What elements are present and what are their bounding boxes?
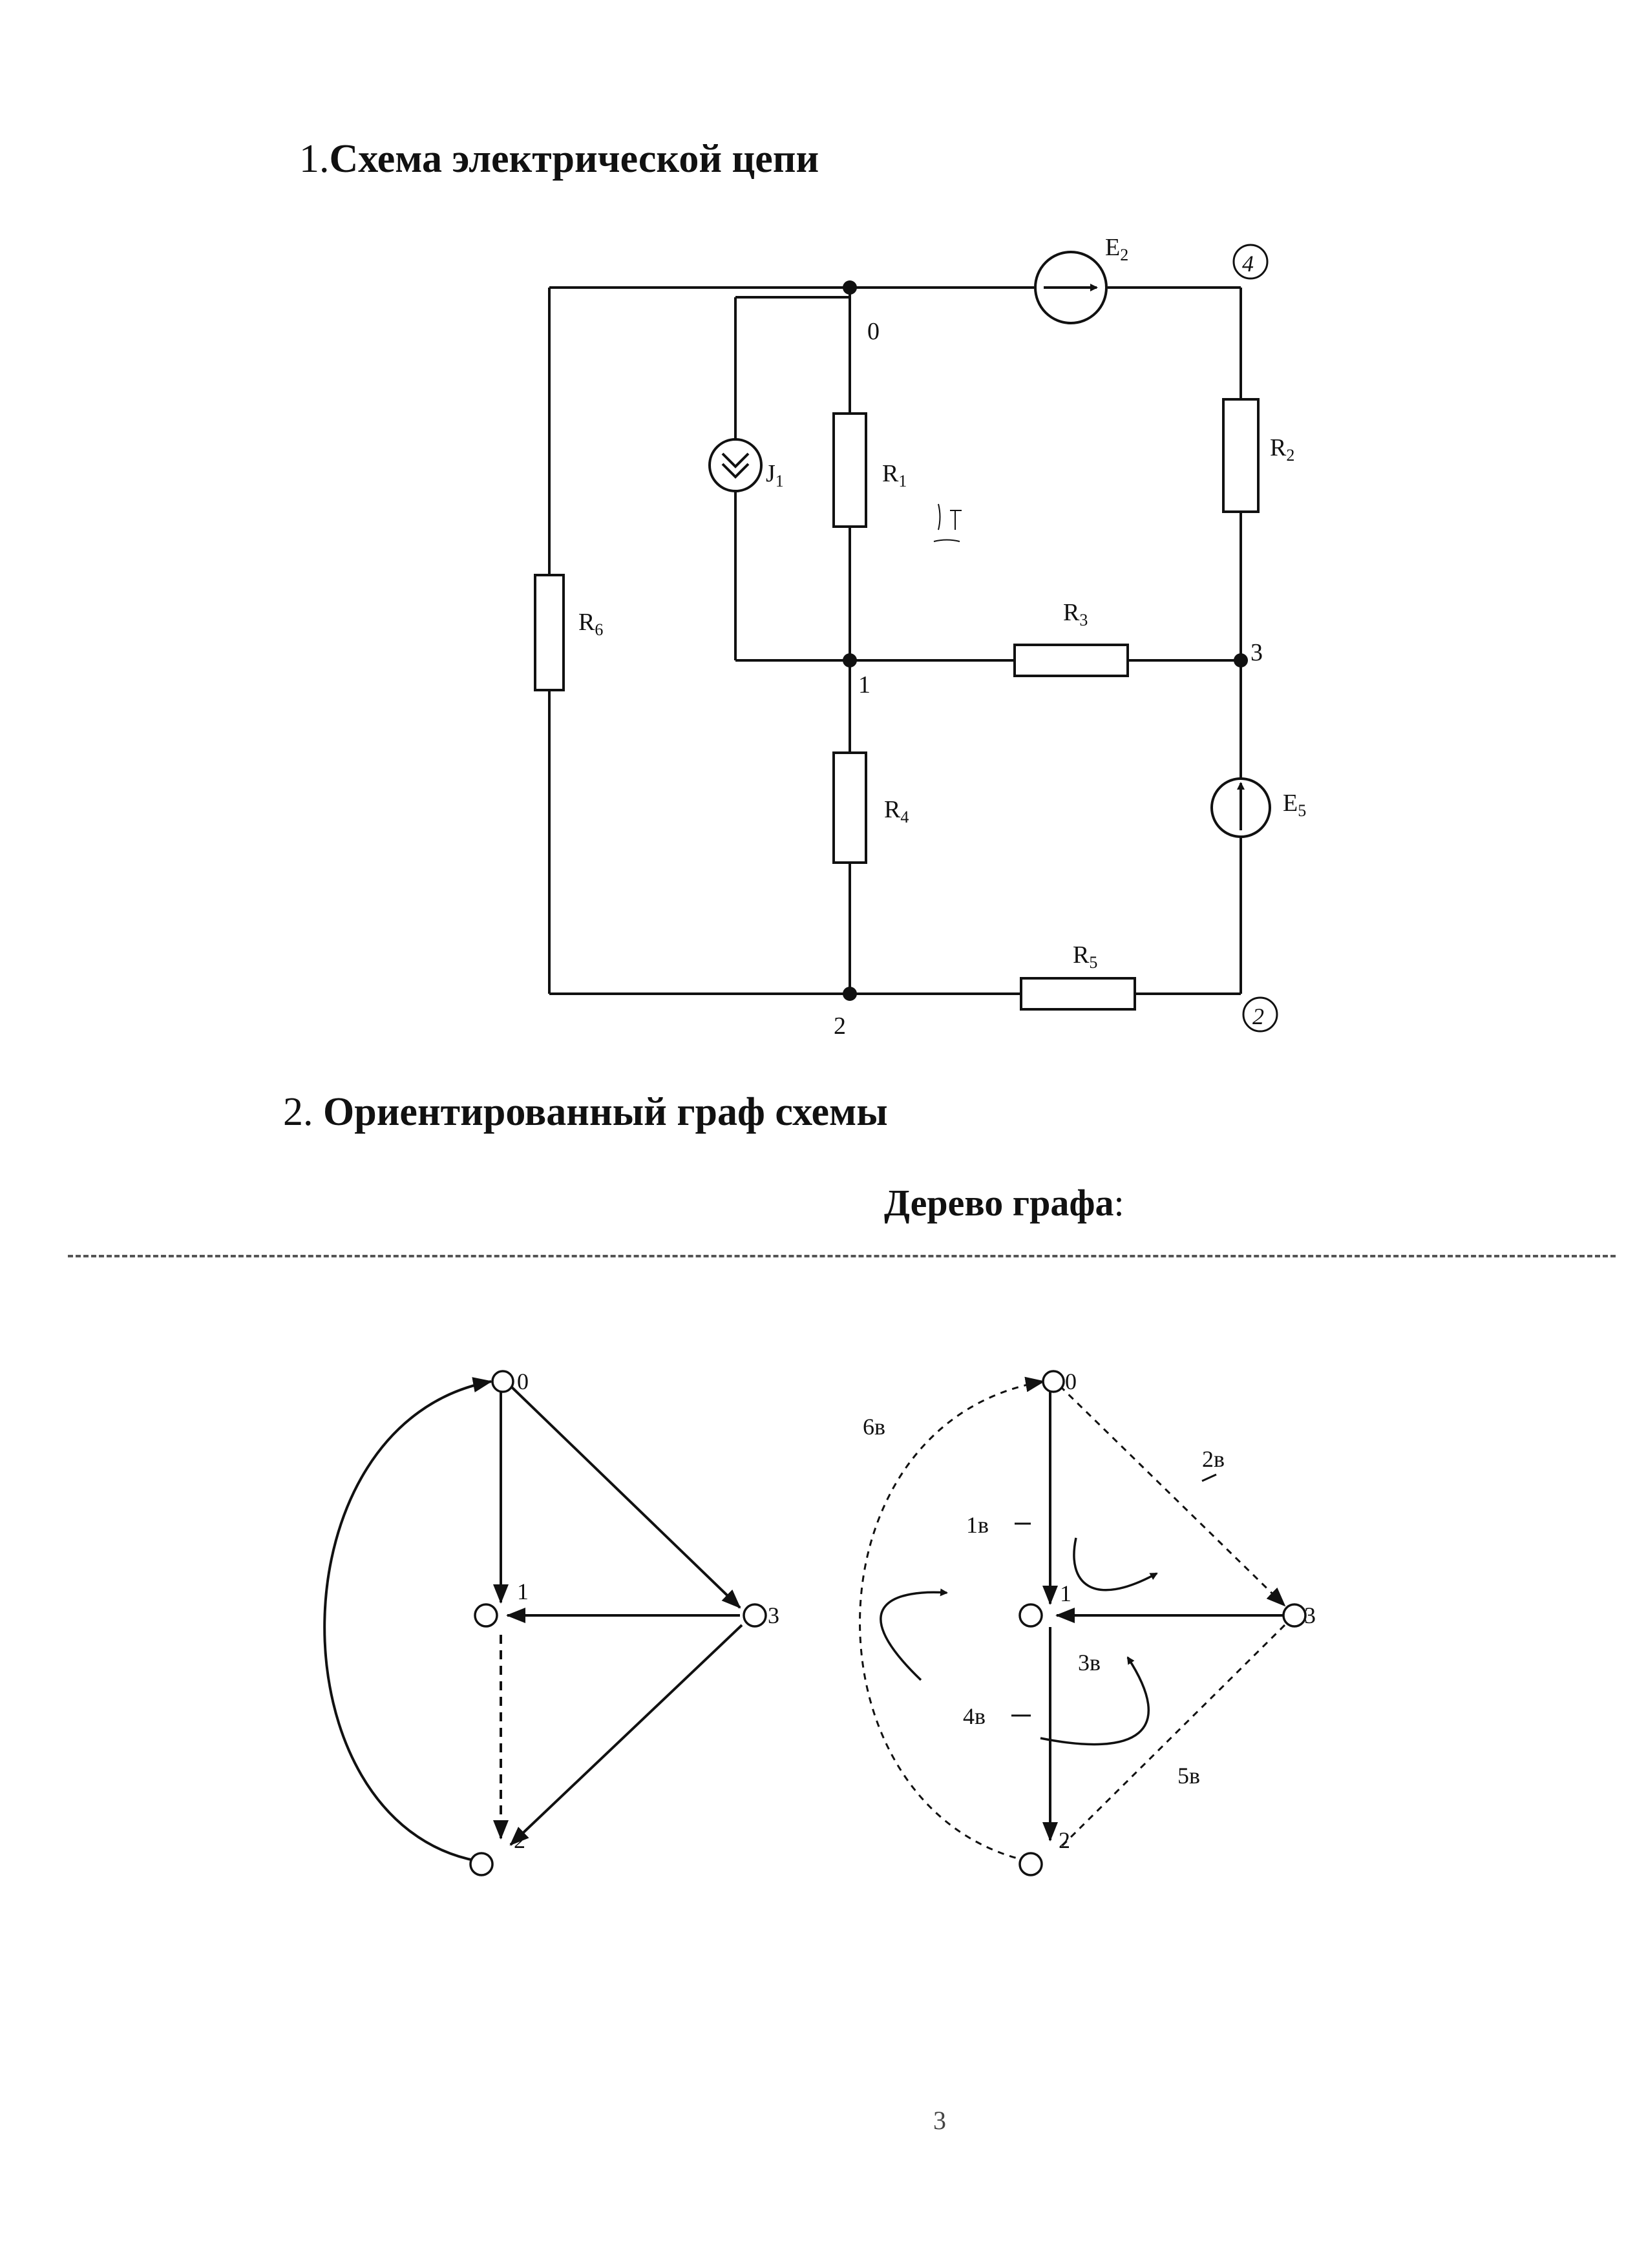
circuit-wires bbox=[548, 286, 1242, 995]
branch-3-label: 3в bbox=[1078, 1650, 1101, 1675]
handwritten-node-4: 4 bbox=[1242, 251, 1254, 277]
graph-node-0-label: 0 bbox=[517, 1369, 529, 1394]
r1-resistor bbox=[832, 412, 867, 528]
handwritten-marks bbox=[933, 244, 1278, 1033]
page-number: 3 bbox=[933, 2106, 946, 2135]
r1-label: R1 bbox=[882, 460, 907, 490]
node-1-label: 1 bbox=[858, 671, 870, 698]
node-1-dot bbox=[843, 653, 857, 667]
branch-6-label: 6в bbox=[863, 1414, 885, 1440]
handwritten-node-2: 2 bbox=[1252, 1003, 1264, 1029]
node-3-dot bbox=[1234, 653, 1248, 667]
j1-source bbox=[708, 438, 763, 492]
section2-number: 2. bbox=[283, 1090, 323, 1134]
section2-title: Ориентированный граф схемы bbox=[323, 1090, 888, 1134]
e2-label: E2 bbox=[1105, 234, 1128, 264]
branch-5-label: 5в bbox=[1177, 1763, 1200, 1789]
graph-node-3-label: 3 bbox=[768, 1602, 779, 1628]
r2-resistor bbox=[1222, 398, 1260, 513]
section1-heading: 1.Схема электрической цепи bbox=[299, 139, 819, 179]
r6-resistor bbox=[534, 574, 565, 691]
section1-number: 1. bbox=[299, 137, 330, 181]
e5-label: E5 bbox=[1283, 790, 1306, 820]
tree-node-0-label: 0 bbox=[1065, 1369, 1077, 1394]
r2-label: R2 bbox=[1270, 434, 1294, 465]
r5-label: R5 bbox=[1073, 941, 1097, 972]
node-0-label: 0 bbox=[867, 318, 880, 345]
resistors bbox=[534, 398, 1260, 1011]
directed-graph: 0 1 2 3 bbox=[323, 1369, 779, 1876]
section1-title: Схема электрической цепи bbox=[329, 137, 819, 181]
graph-node-2-label: 2 bbox=[514, 1827, 525, 1853]
tree-node-1-label: 1 bbox=[1060, 1580, 1071, 1606]
r5-resistor bbox=[1020, 977, 1136, 1011]
r3-resistor bbox=[1013, 644, 1129, 677]
r3-label: R3 bbox=[1063, 599, 1088, 629]
graph-node-1-label: 1 bbox=[517, 1579, 529, 1604]
r4-resistor bbox=[832, 751, 867, 864]
page-divider bbox=[68, 1255, 1616, 1257]
tree-heading: Дерево графа: bbox=[884, 1184, 1124, 1222]
node-0-dot bbox=[843, 280, 857, 295]
branch-1-label: 1в bbox=[966, 1512, 989, 1538]
node-2-dot bbox=[843, 987, 857, 1001]
branch-4-label: 4в bbox=[963, 1703, 986, 1729]
e5-source bbox=[1210, 777, 1271, 838]
tree-title: Дерево графа bbox=[884, 1182, 1114, 1224]
j1-label: J1 bbox=[766, 460, 784, 490]
e2-source bbox=[1034, 251, 1108, 324]
r6-label: R6 bbox=[578, 609, 603, 639]
tree-colon: : bbox=[1113, 1182, 1124, 1224]
circuit-nodes bbox=[843, 280, 1248, 1001]
section2-heading: 2. Ориентированный граф схемы bbox=[283, 1092, 888, 1132]
node-3-label: 3 bbox=[1250, 639, 1263, 666]
node-2-label: 2 bbox=[834, 1013, 846, 1040]
tree-node-3-label: 3 bbox=[1304, 1602, 1316, 1628]
tree-node-2-label: 2 bbox=[1059, 1827, 1070, 1853]
r4-label: R4 bbox=[884, 796, 909, 826]
branch-2-label: 2в bbox=[1202, 1446, 1225, 1472]
tree-graph: 0 1 2 3 1в 2в 3в 4в 5в 6в bbox=[859, 1369, 1316, 1876]
